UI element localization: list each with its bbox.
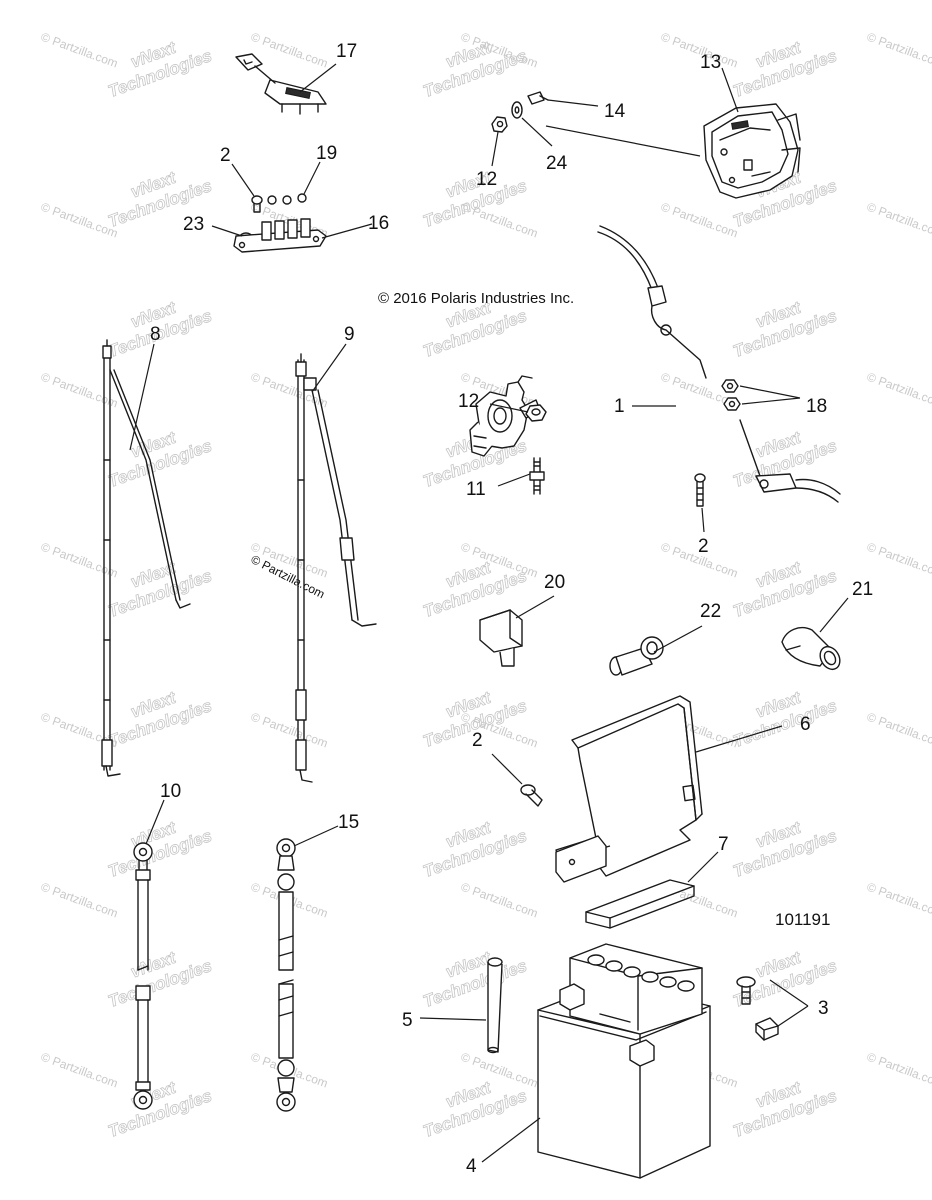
battery-cable-lower[interactable] [739, 419, 841, 503]
watermark-vnext: vNextTechnologies [414, 937, 530, 1011]
part-2-bolt-top[interactable] [251, 195, 263, 213]
part-24-washer[interactable] [511, 101, 523, 119]
part-5-vent-tube[interactable] [487, 957, 503, 1054]
copyright-text: © 2016 Polaris Industries Inc. [378, 290, 574, 307]
part-2-bolt-mid[interactable] [694, 473, 706, 507]
watermark-vnext: vNextTechnologies [724, 807, 840, 881]
part-10-cable[interactable] [133, 842, 153, 1110]
watermark-partzilla: © Partzilla.com [865, 370, 932, 411]
callout-6: 6 [800, 714, 811, 735]
watermark-vnext: vNextTechnologies [99, 547, 215, 621]
callout-13: 13 [700, 52, 721, 73]
callout-2-mid: 2 [698, 536, 709, 557]
callout-18: 18 [806, 396, 827, 417]
watermark-vnext: vNextTechnologies [724, 547, 840, 621]
watermark-vnext: vNextTechnologies [724, 287, 840, 361]
watermark-partzilla: © Partzilla.com [865, 200, 932, 241]
watermark-partzilla: © Partzilla.com [659, 200, 740, 241]
watermark-partzilla: © Partzilla.com [459, 880, 540, 921]
part-14-screw[interactable] [527, 91, 549, 105]
part-6-bracket[interactable] [555, 695, 703, 883]
callout-16: 16 [368, 213, 389, 234]
watermark-vnext: vNextTechnologies [99, 937, 215, 1011]
part-17-cover[interactable] [235, 53, 327, 115]
callout-24: 24 [546, 153, 568, 174]
part-22-terminal-boot[interactable] [609, 636, 664, 676]
callout-7: 7 [718, 834, 729, 855]
callout-20: 20 [544, 572, 565, 593]
part-3-screw-nut[interactable] [736, 976, 779, 1041]
callout-3: 3 [818, 998, 829, 1019]
part-12-nut-top[interactable] [491, 116, 508, 133]
watermark-partzilla: © Partzilla.com [865, 880, 932, 921]
callout-8: 8 [150, 324, 161, 345]
watermark-partzilla: © Partzilla.com [459, 200, 540, 241]
callout-12-mid: 12 [458, 391, 479, 412]
part-21-terminal-boot[interactable] [781, 626, 844, 673]
callout-labels: 17 2 19 23 16 14 24 12 13 1 18 12 11 2 2… [150, 41, 873, 1177]
watermark-partzilla: © Partzilla.com [865, 1050, 932, 1091]
watermark-partzilla: © Partzilla.com [39, 30, 120, 71]
callout-22: 22 [700, 601, 721, 622]
watermark-vnext: vNextTechnologies [724, 27, 840, 101]
callout-9: 9 [344, 324, 355, 345]
callout-11: 11 [466, 479, 486, 500]
part-7-pad[interactable] [585, 879, 695, 929]
callout-21: 21 [852, 579, 873, 600]
watermark-partzilla: © Partzilla.com [39, 880, 120, 921]
callout-4: 4 [466, 1156, 477, 1177]
watermark-partzilla: © Partzilla.com [865, 540, 932, 581]
part-1-solenoid[interactable] [469, 225, 707, 457]
leader-lines [129, 63, 849, 1163]
callout-15: 15 [338, 812, 359, 833]
part-9-cable[interactable] [295, 353, 377, 783]
callout-14: 14 [604, 101, 626, 122]
watermark-partzilla: © Partzilla.com [39, 370, 120, 411]
callout-19: 19 [316, 143, 337, 164]
part-11-stud[interactable] [529, 457, 545, 495]
watermark-partzilla: © Partzilla.com [39, 540, 120, 581]
part-18-nuts[interactable] [721, 379, 741, 411]
watermark-partzilla: © Partzilla.com [865, 30, 932, 71]
part-8-cable[interactable] [101, 339, 191, 777]
part-15-cable[interactable] [276, 838, 296, 1112]
part-19-nuts[interactable] [267, 193, 307, 205]
part-20-terminal-boot[interactable] [479, 609, 523, 667]
part-16-terminal-block[interactable] [233, 218, 327, 253]
callout-10: 10 [160, 781, 181, 802]
part-12-nut-mid[interactable] [525, 404, 547, 422]
callout-17: 17 [336, 41, 357, 62]
callout-1: 1 [614, 396, 625, 417]
watermark-vnext: vNextTechnologies [724, 1067, 840, 1141]
watermark-vnext: vNextTechnologies [724, 677, 840, 751]
part-4-battery[interactable] [537, 943, 711, 1179]
callout-2-top: 2 [220, 145, 231, 166]
callout-2-lower: 2 [472, 730, 483, 751]
callout-23: 23 [183, 214, 204, 235]
watermark-partzilla: © Partzilla.com [39, 1050, 120, 1091]
watermark-partzilla: © Partzilla.com [865, 710, 932, 751]
part-13-cover[interactable] [703, 103, 801, 199]
watermark-vnext: vNextTechnologies [414, 807, 530, 881]
callout-5: 5 [402, 1010, 413, 1031]
figure-number: 101191 [775, 910, 830, 929]
callout-12-top: 12 [476, 169, 497, 190]
watermark-partzilla: © Partzilla.com [249, 710, 330, 751]
part-2-bolt-lower[interactable] [520, 784, 543, 807]
watermark-vnext: vNextTechnologies [99, 417, 215, 491]
